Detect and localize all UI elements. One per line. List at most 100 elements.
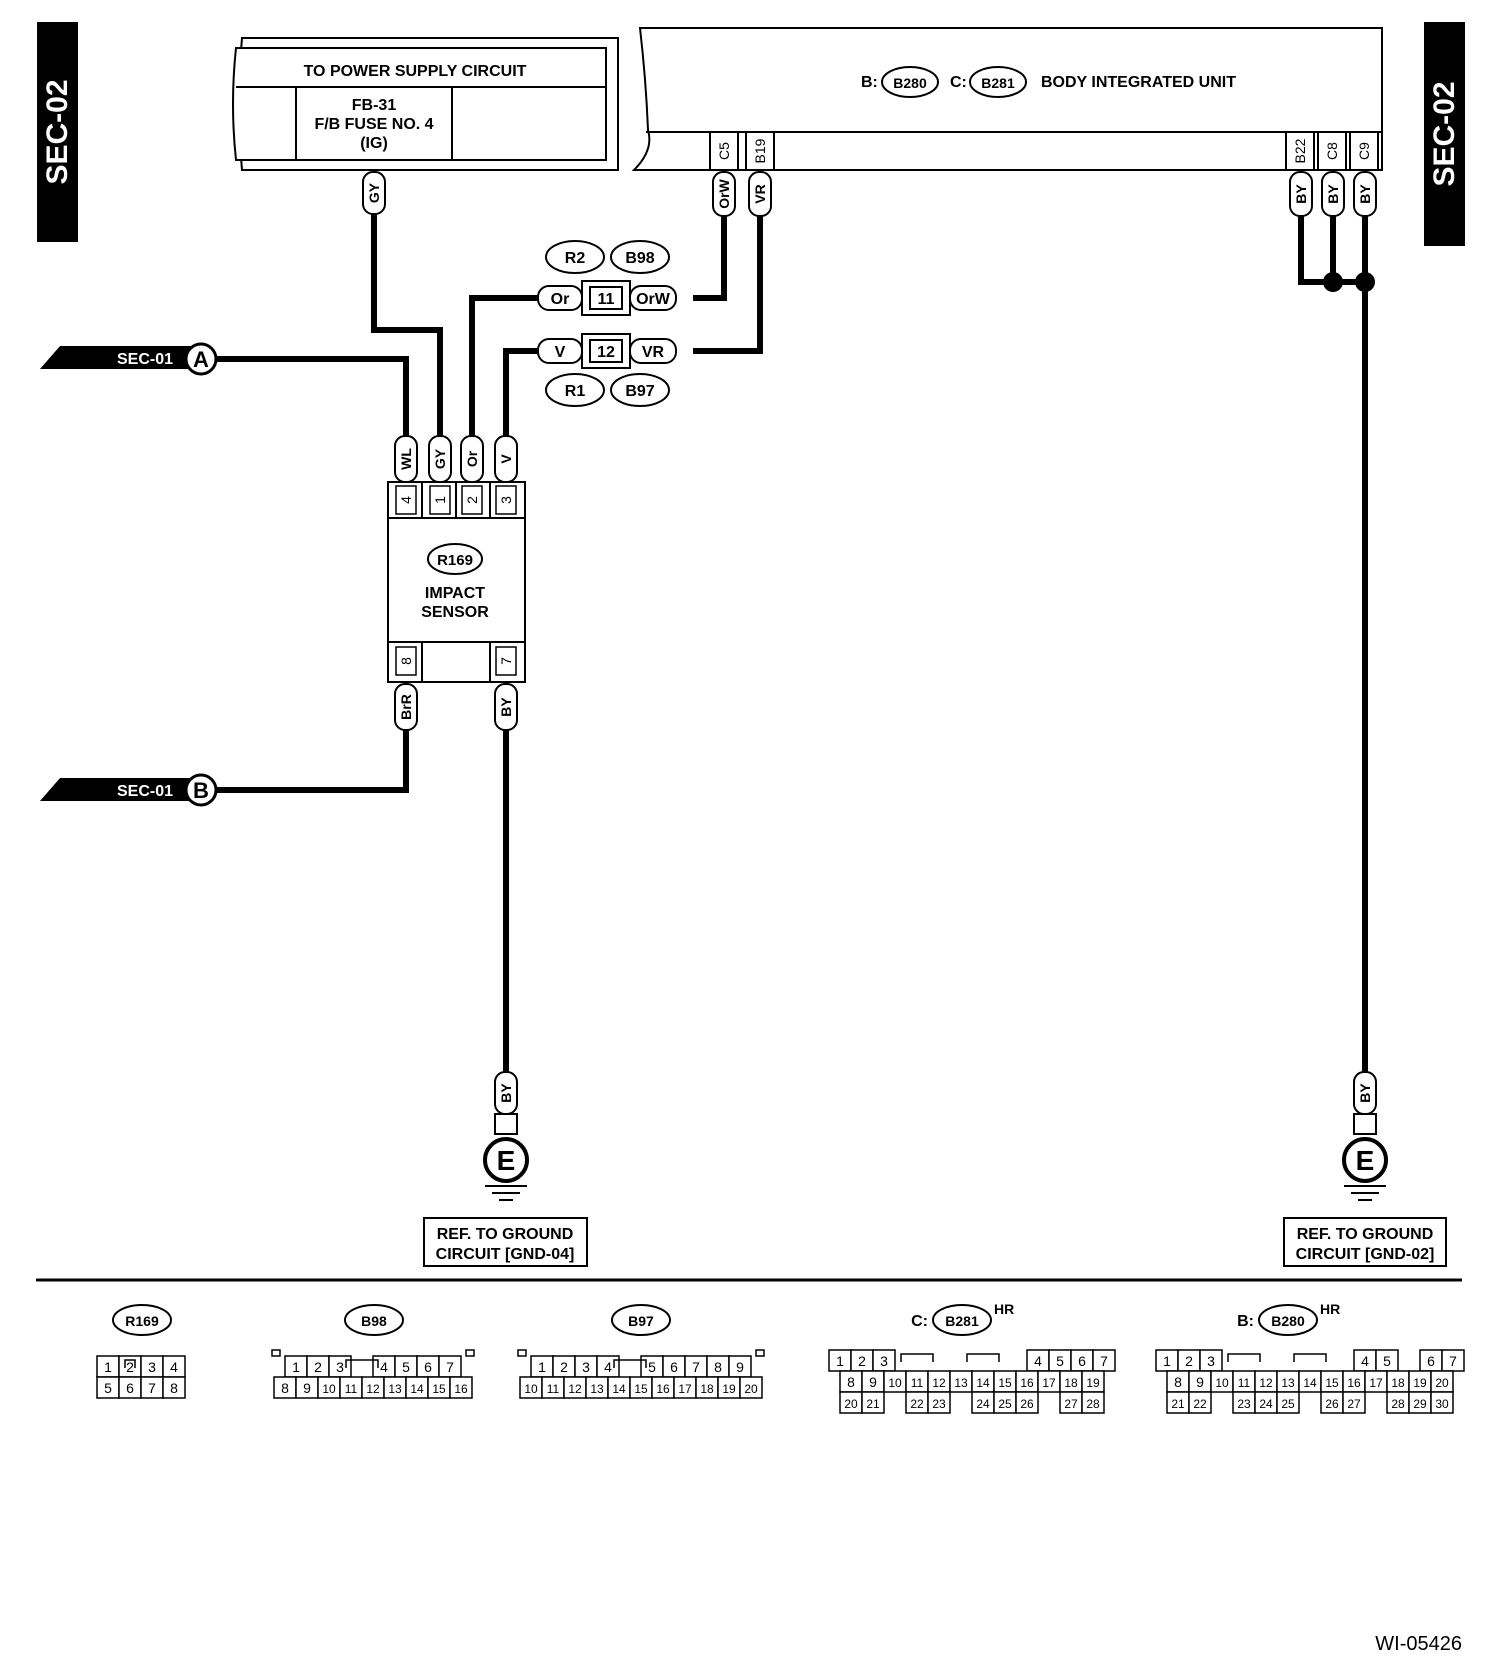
face-lock-tab [345, 1359, 379, 1368]
body-unit-pin-c9: C9 [1356, 142, 1372, 160]
svg-text:VR: VR [752, 184, 768, 203]
face-name: B280 [1271, 1313, 1305, 1329]
sensor-pin-7: 7 [498, 657, 514, 665]
face-pin-label: 18 [700, 1382, 714, 1396]
face-pin-label: 27 [1064, 1397, 1078, 1411]
face-pin-label: 28 [1391, 1397, 1405, 1411]
face-pin-label: 2 [858, 1353, 866, 1369]
face-pin-label: 7 [1100, 1353, 1108, 1369]
face-cell [861, 1391, 885, 1414]
face-pin-label: 4 [170, 1359, 178, 1375]
drawing-id: WI-05426 [1375, 1633, 1462, 1655]
face-pin-label: 6 [670, 1359, 678, 1375]
joint-lower-conn-right: B97 [625, 383, 654, 400]
svg-text:BY: BY [1357, 1083, 1373, 1103]
face-pin-label: 1 [836, 1353, 844, 1369]
joint-upper-pin: 11 [598, 291, 615, 308]
face-pin-label: 7 [1449, 1353, 1457, 1369]
body-integrated-unit: B: B280 C: B281 BODY INTEGRATED UNIT C5 … [631, 27, 1383, 171]
face-pin-label: 2 [1185, 1353, 1193, 1369]
joint-upper-left-color: Or [551, 291, 570, 308]
face-pin-label: 9 [1196, 1374, 1204, 1390]
face-pin-label: 12 [568, 1382, 582, 1396]
body-unit-pin-b22: B22 [1292, 138, 1308, 163]
body-unit-pin-c5: C5 [716, 142, 732, 160]
wire-tag-by-c8: BY [1321, 171, 1345, 217]
ground-left-letter: E [497, 1145, 516, 1176]
joint-upper-conn-left: R2 [565, 250, 586, 267]
face-suffix: HR [1320, 1301, 1340, 1317]
face-pin-label: 15 [998, 1376, 1012, 1390]
face-pin-label: 26 [1020, 1397, 1034, 1411]
face-suffix: HR [994, 1301, 1014, 1317]
svg-text:GY: GY [366, 182, 382, 203]
face-side-tab [271, 1349, 281, 1357]
svg-text:BY: BY [498, 1083, 514, 1103]
face-pin-label: 28 [1086, 1397, 1100, 1411]
face-pin-label: 13 [1281, 1376, 1295, 1390]
wire-tag-orw: OrW [712, 171, 736, 217]
face-pin-label: 26 [1325, 1397, 1339, 1411]
body-unit-conn-b-oval [881, 66, 939, 98]
face-cell [1015, 1391, 1039, 1414]
joint-upper-conn-right: B98 [625, 250, 654, 267]
face-pin-label: 16 [1347, 1376, 1361, 1390]
face-pin-label: 20 [844, 1397, 858, 1411]
left-side-tag: SEC-02 [37, 22, 78, 242]
face-side-tab [755, 1349, 765, 1357]
joint-connector-upper: R2 B98 Or 11 OrW [537, 240, 677, 316]
face-lock-tab [1227, 1353, 1261, 1362]
ground-left-ref-1: REF. TO GROUND [437, 1226, 574, 1243]
face-cell [1430, 1391, 1454, 1414]
face-pin-label: 13 [388, 1382, 402, 1396]
svg-text:V: V [498, 454, 514, 464]
face-pin-label: 1 [538, 1359, 546, 1375]
face-pin-label: 10 [888, 1376, 902, 1390]
wire-tag-by-sensor: BY [494, 683, 518, 731]
sensor-pin-1: 1 [432, 496, 448, 504]
face-lock-tab [900, 1353, 934, 1362]
offpage-b-label: SEC-01 [117, 783, 173, 800]
svg-text:OrW: OrW [716, 178, 732, 208]
ground-left: E REF. TO GROUND CIRCUIT [GND-04] [423, 1113, 588, 1267]
face-pin-label: 8 [714, 1359, 722, 1375]
face-pin-label: 11 [547, 1382, 560, 1396]
face-pin-label: 5 [1056, 1353, 1064, 1369]
face-pin-label: 11 [345, 1382, 358, 1396]
face-lock-tab [124, 1359, 136, 1368]
offpage-b-letter: B [193, 778, 209, 803]
face-pin-label: 20 [1435, 1376, 1449, 1390]
svg-text:BrR: BrR [398, 694, 414, 720]
face-pin-label: 15 [634, 1382, 648, 1396]
wires [217, 210, 1368, 1072]
body-unit-conn-c: B281 [981, 75, 1015, 91]
face-cell [1188, 1391, 1212, 1414]
face-pin-label: 17 [678, 1382, 692, 1396]
face-pin-label: 7 [446, 1359, 454, 1375]
wire-tag-gy-sensor: GY [428, 435, 452, 483]
svg-text:WL: WL [398, 448, 414, 470]
face-pin-label: 13 [590, 1382, 604, 1396]
wire-tag-by-b22: BY [1289, 171, 1313, 217]
fuse-line-1: FB-31 [352, 97, 397, 114]
face-pin-label: 3 [582, 1359, 590, 1375]
face-pin-label: 14 [410, 1382, 424, 1396]
face-pin-label: 30 [1435, 1397, 1449, 1411]
face-pin-label: 12 [1259, 1376, 1273, 1390]
face-pin-label: 10 [1215, 1376, 1229, 1390]
face-pin-label: 18 [1391, 1376, 1405, 1390]
face-pin-label: 5 [648, 1359, 656, 1375]
wire-tag-by-c9: BY [1353, 171, 1377, 217]
sensor-pin-4: 4 [398, 496, 414, 504]
face-pin-label: 12 [932, 1376, 946, 1390]
sensor-name-2: SENSOR [421, 604, 489, 621]
face-pin-label: 8 [281, 1380, 289, 1396]
face-pin-label: 2 [314, 1359, 322, 1375]
face-pin-label: 11 [1238, 1376, 1251, 1390]
face-pin-label: 20 [744, 1382, 758, 1396]
face-pin-label: 29 [1413, 1397, 1427, 1411]
joint-lower-left-color: V [555, 344, 566, 361]
sensor-pin-3: 3 [498, 496, 514, 504]
